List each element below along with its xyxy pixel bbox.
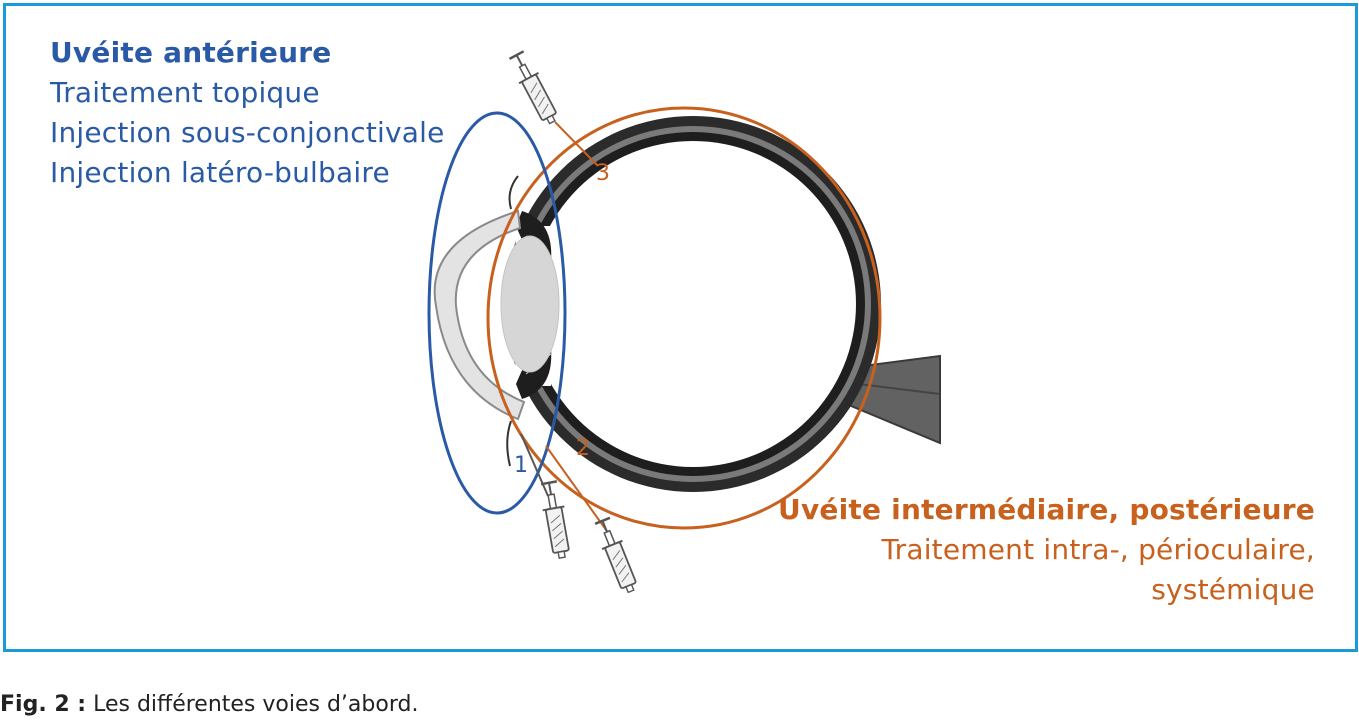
syringe-3 — [505, 48, 564, 129]
figure-frame: 1 2 3 Uvéite antérieure Traitement topiq… — [3, 3, 1358, 652]
needle-2 — [545, 445, 610, 535]
eye-diagram: 1 2 3 — [427, 48, 941, 597]
anterior-heading: Uvéite antérieure — [50, 36, 332, 69]
anterior-line-3: Injection latéro-bulbaire — [50, 156, 390, 189]
syringe-1 — [536, 479, 575, 561]
posterior-line-1: Traitement intra-, périoculaire, — [881, 533, 1315, 566]
route-number-3: 3 — [596, 161, 610, 186]
posterior-segment-outline — [486, 106, 882, 530]
syringe-2 — [591, 515, 643, 597]
anterior-segment-outline — [427, 111, 567, 515]
route-number-1: 1 — [514, 453, 528, 478]
figure-caption: Fig. 2 : Les différentes voies d’abord. — [0, 692, 418, 718]
posterior-uveitis-block: Uvéite intermédiaire, postérieure Traite… — [778, 490, 1315, 610]
lens — [500, 235, 560, 373]
anterior-uveitis-block: Uvéite antérieure Traitement topique Inj… — [50, 33, 445, 193]
needle-1 — [520, 433, 549, 497]
anterior-line-2: Injection sous-conjonctivale — [50, 116, 445, 149]
needle-3 — [554, 121, 599, 167]
cornea — [433, 209, 526, 421]
caption-text: Les différentes voies d’abord. — [86, 692, 419, 717]
posterior-line-2: systémique — [1151, 573, 1315, 606]
caption-label: Fig. 2 : — [0, 692, 87, 717]
posterior-heading: Uvéite intermédiaire, postérieure — [778, 493, 1315, 526]
route-number-2: 2 — [576, 436, 590, 461]
anterior-line-1: Traitement topique — [50, 76, 320, 109]
eyeball-vitreous — [530, 141, 856, 467]
